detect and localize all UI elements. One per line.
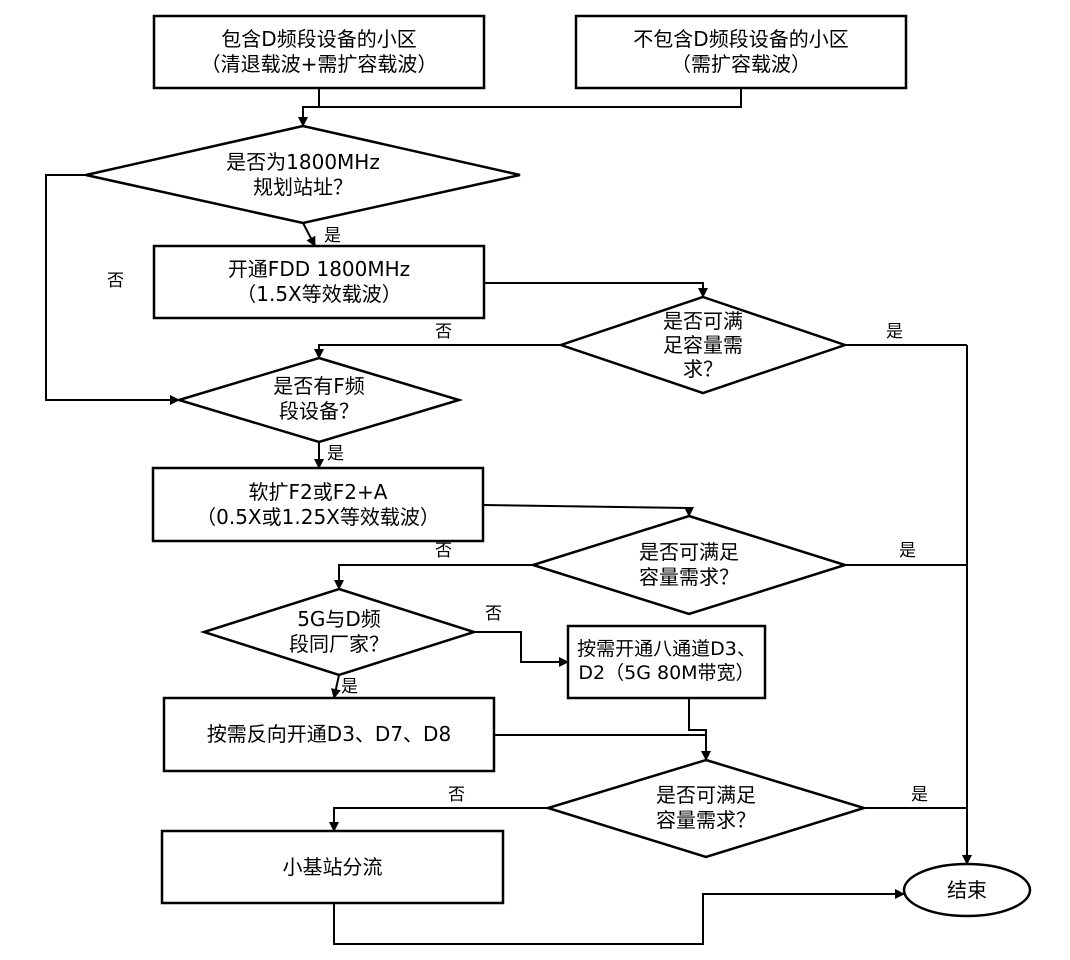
- label-cap1-yes: 是: [886, 322, 903, 342]
- action-fdd1800-line2: （1.5X等效载波）: [236, 282, 402, 306]
- decision-capacity-1-line1: 是否可满: [663, 309, 743, 333]
- label-cap3-no: 否: [448, 785, 465, 805]
- start-without-d-line2: （需扩容载波）: [671, 52, 811, 76]
- label-cap1-no: 否: [435, 322, 452, 342]
- action-reverse-open-label: 按需反向开通D3、D7、D8: [164, 698, 494, 771]
- label-cap2-no: 否: [435, 541, 452, 561]
- edge-eight-to-cap3: [688, 698, 711, 761]
- start-without-d-line1: 不包含D频段设备的小区: [633, 27, 849, 51]
- action-eight-channel-line2: D2（5G 80M带宽）: [578, 662, 755, 684]
- edge-cap1-no: [314, 344, 561, 359]
- decision-1800-site-line2: 规划站址？: [253, 175, 353, 199]
- action-eight-channel-box: [566, 624, 767, 700]
- start-with-d-line1: 包含D频段设备的小区: [221, 27, 417, 51]
- label-1800-yes: 是: [324, 226, 341, 246]
- action-small-cell-label: 小基站分流: [162, 831, 503, 903]
- start-with-d-label: 包含D频段设备的小区 （清退载波+需扩容载波）: [154, 16, 484, 88]
- decision-capacity-2-label: 是否可满足 容量需求？: [609, 532, 769, 598]
- action-soft-expand-box: [151, 466, 485, 543]
- edge-vendor-no: [474, 631, 569, 667]
- decision-capacity-2-line2: 容量需求？: [639, 565, 739, 589]
- action-soft-expand-line1: 软扩F2或F2+A: [248, 479, 388, 504]
- label-fband-yes: 是: [327, 444, 344, 464]
- decision-1800-site-label: 是否为1800MHz 规划站址？: [183, 140, 423, 210]
- decision-capacity-3-line2: 容量需求？: [656, 808, 756, 832]
- decision-capacity-3-line1: 是否可满足: [656, 783, 756, 807]
- decision-same-vendor-line2: 段同厂家？: [289, 632, 389, 656]
- decision-capacity-3-diamond: [543, 758, 869, 859]
- label-cap3-yes: 是: [911, 785, 928, 805]
- edge-1800-yes: [302, 222, 316, 247]
- decision-f-band-label: 是否有F频 段设备？: [239, 366, 399, 432]
- action-eight-channel-line1: 按需开通八通道D3、: [577, 638, 756, 661]
- decision-same-vendor-line1: 5G与D频: [297, 607, 381, 631]
- decision-f-band-line1: 是否有F频: [273, 374, 365, 398]
- start-with-d-line2: （清退载波+需扩容载波）: [200, 52, 438, 76]
- decision-capacity-1-label: 是否可满 足容量需 求？: [623, 303, 783, 387]
- label-1800-no: 否: [107, 271, 124, 291]
- decision-capacity-3-label: 是否可满足 容量需求？: [626, 775, 786, 841]
- decision-capacity-1-line3: 求？: [683, 357, 723, 381]
- label-cap2-yes: 是: [899, 541, 916, 561]
- edge-soft-to-cap2: [482, 504, 694, 517]
- decision-1800-site-line1: 是否为1800MHz: [226, 150, 380, 174]
- edge-small-cell-to-end: [333, 889, 905, 945]
- action-eight-channel-label: 按需开通八通道D3、 D2（5G 80M带宽）: [568, 626, 765, 698]
- action-fdd1800-label: 开通FDD 1800MHz （1.5X等效载波）: [154, 246, 484, 318]
- edge-fdd1800-to-cap1: [484, 282, 708, 298]
- action-fdd1800-box: [152, 244, 486, 320]
- decision-same-vendor-label: 5G与D频 段同厂家？: [269, 599, 409, 665]
- end-label: 结束: [904, 864, 1030, 916]
- decision-capacity-1-diamond: [557, 295, 849, 395]
- decision-capacity-2-line1: 是否可满足: [639, 540, 739, 564]
- edge-cap2-no: [334, 564, 533, 590]
- decision-capacity-2-diamond: [528, 514, 850, 616]
- start-without-d-box: [574, 14, 908, 90]
- action-small-cell-line1: 小基站分流: [282, 854, 383, 879]
- end-line1: 结束: [947, 877, 987, 902]
- label-vendor-yes: 是: [341, 677, 358, 697]
- edge-start-with-d: [298, 88, 320, 127]
- label-vendor-no: 否: [485, 604, 502, 624]
- start-with-d-box: [152, 14, 486, 90]
- decision-f-band-line2: 段设备？: [279, 399, 359, 423]
- edge-vendor-yes: [331, 674, 341, 699]
- edge-start-without-d: [319, 88, 742, 108]
- action-reverse-open-line1: 按需反向开通D3、D7、D8: [206, 722, 452, 746]
- action-fdd1800-line1: 开通FDD 1800MHz: [227, 257, 411, 281]
- decision-capacity-1-line2: 足容量需: [663, 333, 743, 357]
- action-soft-expand-line2: （0.5X或1.25X等效载波）: [196, 504, 440, 529]
- start-without-d-label: 不包含D频段设备的小区 （需扩容载波）: [576, 16, 906, 88]
- edge-cap3-no: [329, 807, 548, 832]
- action-soft-expand-label: 软扩F2或F2+A （0.5X或1.25X等效载波）: [153, 468, 483, 541]
- edge-1800-no: [45, 174, 180, 405]
